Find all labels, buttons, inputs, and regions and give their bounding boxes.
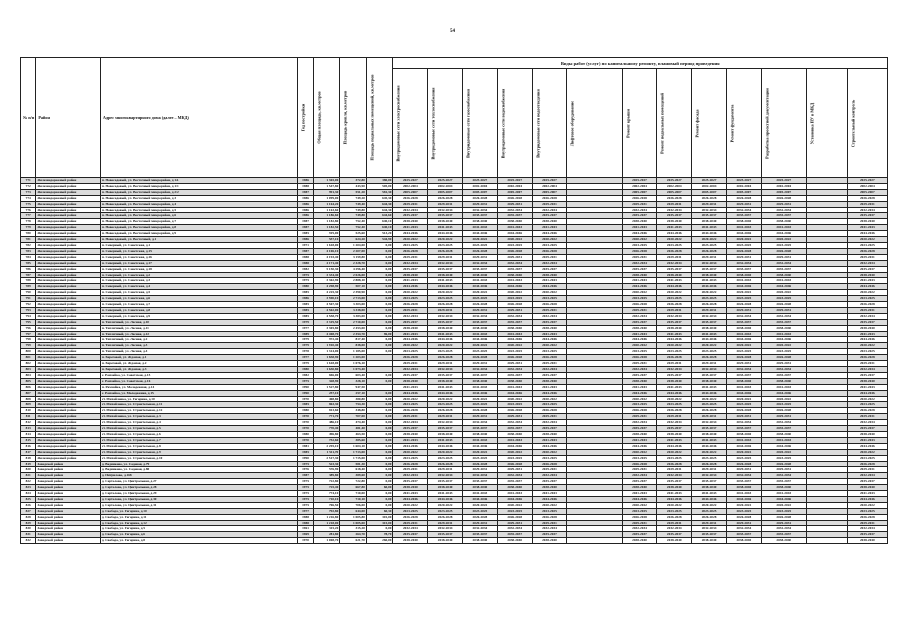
row-work-period: 2038-2040	[656, 537, 693, 545]
row-address: д. Свобода, ул. Гагарина, д.8	[99, 537, 299, 545]
header-num: № п/п	[19, 57, 37, 178]
row-district: Заводской район	[35, 537, 101, 545]
header-district: Район	[35, 57, 101, 178]
row-work-period	[805, 537, 848, 545]
header-work-11: Установка ПУ в МКД	[805, 68, 848, 178]
row-work-period: 2038-2040	[725, 537, 762, 545]
row-number: 832	[19, 537, 37, 545]
header-work-5: Лифтовое оборудование	[566, 68, 623, 178]
row-total-area: 1 008,70	[312, 537, 341, 545]
header-work-3: Внутридомовые сети водоснабжения	[496, 68, 533, 178]
row-work-period: 2038-2040	[846, 537, 889, 545]
header-total-area: Общая площадь, кв.метров	[312, 57, 341, 178]
row-work-period: 2038-2040	[427, 537, 464, 545]
row-work-period: 2038-2040	[621, 537, 658, 545]
row-work-period	[566, 537, 623, 545]
header-work-0: Внутридомовые сети электроснабжения	[392, 68, 429, 178]
header-work-7: Ремонт подвальных помещений	[656, 68, 693, 178]
row-work-period: 2038-2040	[691, 537, 727, 545]
header-basement-area: Площадь подвальных помещений, кв.метров	[365, 57, 394, 178]
row-work-period: 2038-2040	[392, 537, 429, 545]
row-roof-area: 621,70	[339, 537, 367, 545]
row-work-period: 2038-2040	[496, 537, 533, 545]
header-work-12: Строительный контроль	[846, 68, 889, 178]
page-number: 54	[450, 29, 455, 34]
row-year: 1970	[297, 537, 314, 545]
header-work-2: Внутридомовые сети газоснабжения	[462, 68, 498, 178]
header-works-group: Виды работ (услуг) по капитальному ремон…	[392, 57, 888, 69]
header-roof-area: Площадь кровли, кв.метров	[339, 57, 367, 178]
header-work-10: Разработка проектной документации	[760, 68, 807, 178]
capital-repair-table: № п/п Район Адрес многоквартирного дома …	[19, 57, 889, 545]
row-work-period: 2038-2040	[760, 537, 807, 545]
header-address: Адрес многоквартирного дома (далее – МКД…	[99, 57, 299, 178]
header-work-6: Ремонт крыши	[621, 68, 658, 178]
header-work-9: Ремонт фундамента	[725, 68, 762, 178]
row-work-period: 2038-2040	[462, 537, 498, 545]
row-work-period: 2038-2040	[531, 537, 568, 545]
header-work-4: Внутридомовые сети водоотведения	[531, 68, 568, 178]
header-work-1: Внутридомовые сети теплоснабжения	[427, 68, 464, 178]
row-basement-area: 260,00	[365, 537, 394, 545]
header-year: Год постройки	[297, 57, 314, 178]
header-work-8: Ремонт фасада	[691, 68, 727, 178]
